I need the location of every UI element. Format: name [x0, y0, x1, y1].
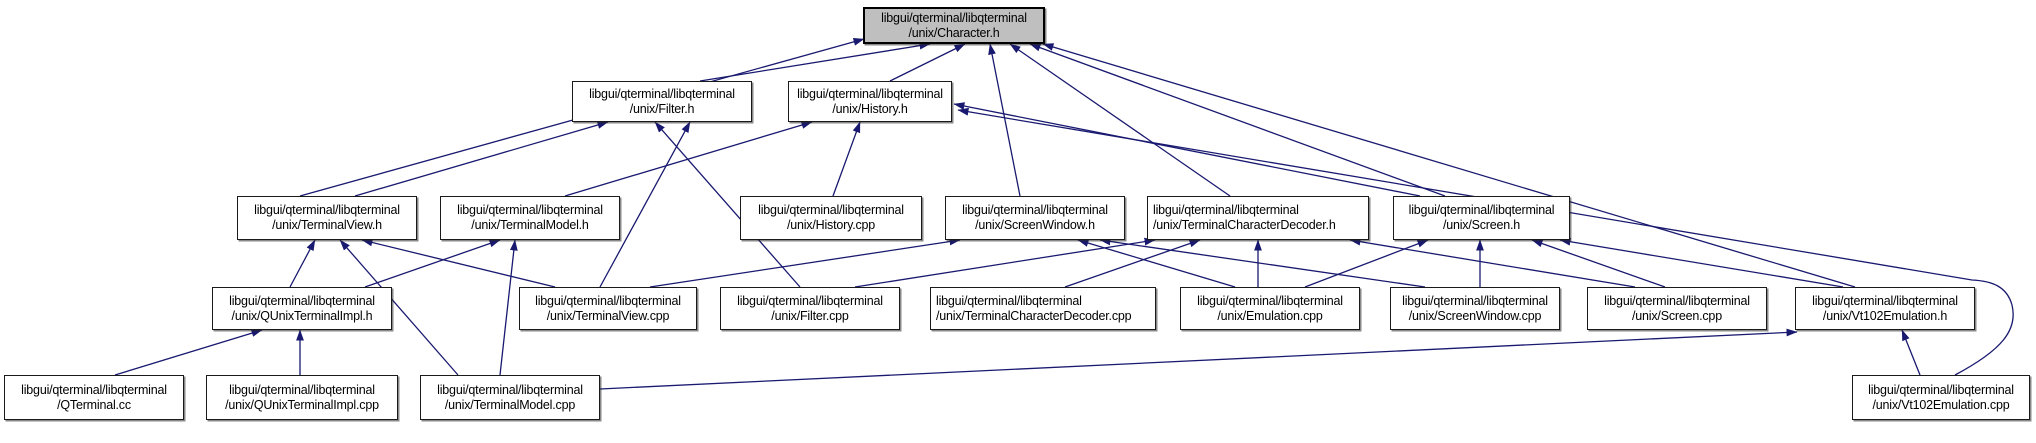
node-label-line2: /unix/Filter.cpp	[771, 308, 849, 323]
node-label-line1: libgui/qterminal/libqterminal	[936, 293, 1082, 308]
node-label-line1: libgui/qterminal/libqterminal	[962, 203, 1108, 217]
edge-history_cpp-to-history_h	[832, 121, 861, 197]
node-label-line1: libgui/qterminal/libqterminal	[589, 86, 735, 101]
edge-vt102emulation_cpp-to-vt102emulation_h	[1901, 329, 1921, 376]
edge-qterminal_cc-to-qunixterminalimpl_h	[114, 329, 263, 376]
graph-node-screenwindow_cpp[interactable]: libgui/qterminal/libqterminal/unix/Scree…	[1390, 287, 1560, 330]
edge-emulation_cpp-to-screen_h	[1304, 239, 1429, 288]
node-label-line1: libgui/qterminal/libqterminal	[881, 10, 1027, 25]
edge-screen_cpp-to-tcd_h	[1349, 237, 1636, 288]
node-label-line1: libgui/qterminal/libqterminal	[1868, 382, 2014, 397]
graph-node-filter_cpp[interactable]: libgui/qterminal/libqterminal/unix/Filte…	[720, 287, 900, 330]
node-label-line1: libgui/qterminal/libqterminal	[457, 203, 603, 217]
edge-screen_h-to-character_h	[1029, 43, 1446, 197]
edge-screenwindow_h-to-character_h	[988, 43, 1021, 197]
node-label-line1: libgui/qterminal/libqterminal	[758, 203, 904, 217]
edge-filter_h-to-character_h	[699, 41, 931, 82]
node-label-line2: /unix/Vt102Emulation.h	[1822, 308, 1948, 323]
edge-tcd_cpp-to-tcd_h	[1064, 239, 1201, 288]
graph-node-terminalview_cpp[interactable]: libgui/qterminal/libqterminal/unix/Termi…	[519, 287, 697, 330]
node-label-line2: /unix/Screen.h	[1442, 218, 1521, 232]
node-label-line1: libgui/qterminal/libqterminal	[1197, 293, 1343, 308]
graph-node-qterminal_cc[interactable]: libgui/qterminal/libqterminal/QTerminal.…	[4, 375, 184, 420]
edge-terminalview_cpp-to-screenwindow_h	[649, 237, 961, 288]
edge-vt102emulation_cpp-to-history_h	[957, 107, 2014, 376]
node-label-line1: libgui/qterminal/libqterminal	[1153, 203, 1299, 217]
edge-screen_cpp-to-screen_h	[1531, 239, 1666, 288]
graph-node-vt102emulation_cpp[interactable]: libgui/qterminal/libqterminal/unix/Vt102…	[1852, 375, 2030, 420]
graph-node-terminalmodel_cpp[interactable]: libgui/qterminal/libqterminal/unix/Termi…	[420, 375, 600, 420]
node-label-line1: libgui/qterminal/libqterminal	[1604, 293, 1750, 308]
graph-node-terminalview_h[interactable]: libgui/qterminal/libqterminal/unix/Termi…	[237, 196, 417, 240]
node-label-line2: /unix/Character.h	[908, 25, 1000, 40]
node-label-line2: /unix/TerminalModel.h	[471, 218, 589, 232]
node-label-line1: libgui/qterminal/libqterminal	[535, 293, 681, 308]
edge-qunixterminalimpl_h-to-terminalview_h	[289, 239, 316, 288]
node-label-line1: libgui/qterminal/libqterminal	[437, 382, 583, 397]
node-label-line1: libgui/qterminal/libqterminal	[229, 293, 375, 308]
edge-terminalmodel_cpp-to-terminalmodel_h	[499, 239, 518, 376]
edge-vt102emulation_h-to-character_h	[1042, 43, 1856, 288]
node-label-line2: /unix/History.h	[832, 101, 908, 116]
graph-node-screen_h[interactable]: libgui/qterminal/libqterminal/unix/Scree…	[1393, 196, 1570, 240]
node-label-line2: /unix/Filter.h	[629, 101, 695, 116]
graph-node-qunixterminalimpl_cpp[interactable]: libgui/qterminal/libqterminal/unix/QUnix…	[206, 375, 398, 420]
edge-filter_cpp-to-filter_h	[654, 121, 801, 288]
edge-terminalmodel_cpp-to-vt102emulation_h	[599, 328, 1798, 390]
node-label-line2: /unix/ScreenWindow.h	[975, 218, 1095, 232]
node-label-line2: /unix/QUnixTerminalImpl.h	[231, 308, 373, 323]
graph-node-history_cpp[interactable]: libgui/qterminal/libqterminal/unix/Histo…	[740, 196, 922, 240]
node-label-line1: libgui/qterminal/libqterminal	[1402, 293, 1548, 308]
graph-node-screen_cpp[interactable]: libgui/qterminal/libqterminal/unix/Scree…	[1587, 287, 1767, 330]
edge-history_h-to-character_h	[889, 43, 966, 82]
node-label-line1: libgui/qterminal/libqterminal	[797, 86, 943, 101]
edge-emulation_cpp-to-screenwindow_h	[1077, 239, 1236, 288]
graph-node-qunixterminalimpl_h[interactable]: libgui/qterminal/libqterminal/unix/QUnix…	[212, 287, 392, 330]
node-label-line1: libgui/qterminal/libqterminal	[254, 203, 400, 217]
node-label-line2: /unix/History.cpp	[786, 218, 876, 232]
node-label-line1: libgui/qterminal/libqterminal	[21, 382, 167, 397]
edge-terminalview_cpp-to-filter_h	[599, 121, 691, 288]
edge-terminalmodel_cpp-to-terminalview_h	[339, 239, 459, 376]
edge-vt102emulation_h-to-screen_h	[1559, 237, 1844, 288]
node-label-line2: /unix/TerminalCharacterDecoder.h	[1153, 218, 1336, 232]
graph-node-history_h[interactable]: libgui/qterminal/libqterminal/unix/Histo…	[788, 81, 952, 122]
edge-screen_h-to-history_h	[953, 102, 1421, 197]
edge-terminalview_cpp-to-terminalview_h	[361, 238, 556, 288]
graph-node-tcd_h[interactable]: libgui/qterminal/libqterminal/unix/Termi…	[1147, 196, 1369, 240]
node-label-line2: /unix/Emulation.cpp	[1217, 308, 1323, 323]
graph-node-vt102emulation_h[interactable]: libgui/qterminal/libqterminal/unix/Vt102…	[1795, 287, 1975, 330]
graph-node-emulation_cpp[interactable]: libgui/qterminal/libqterminal/unix/Emula…	[1180, 287, 1360, 330]
node-label-line2: /unix/TerminalModel.cpp	[444, 397, 576, 412]
edge-terminalview_h-to-filter_h	[354, 121, 609, 197]
node-label-line2: /unix/TerminalView.cpp	[546, 308, 670, 323]
edge-screenwindow_cpp-to-screenwindow_h	[1099, 237, 1426, 288]
node-label-line2: /QTerminal.cc	[57, 397, 131, 412]
graph-node-character_h: libgui/qterminal/libqterminal/unix/Chara…	[863, 7, 1045, 44]
graph-node-screenwindow_h[interactable]: libgui/qterminal/libqterminal/unix/Scree…	[945, 196, 1125, 240]
node-label-line1: libgui/qterminal/libqterminal	[229, 382, 375, 397]
edge-tcd_h-to-character_h	[1009, 43, 1231, 197]
edge-terminalmodel_h-to-history_h	[564, 121, 813, 197]
node-label-line1: libgui/qterminal/libqterminal	[737, 293, 883, 308]
node-label-line2: /unix/TerminalView.h	[272, 218, 382, 232]
edge-qunixterminalimpl_h-to-terminalmodel_h	[364, 239, 501, 288]
graph-node-tcd_cpp[interactable]: libgui/qterminal/libqterminal/unix/Termi…	[930, 287, 1156, 330]
node-label-line2: /unix/ScreenWindow.cpp	[1408, 308, 1542, 323]
graph-node-terminalmodel_h[interactable]: libgui/qterminal/libqterminal/unix/Termi…	[440, 196, 620, 240]
edge-filter_cpp-to-tcd_h	[854, 237, 1156, 288]
node-label-line2: /unix/Screen.cpp	[1632, 308, 1722, 323]
node-label-line2: /unix/QUnixTerminalImpl.cpp	[225, 397, 379, 412]
graph-node-filter_h[interactable]: libgui/qterminal/libqterminal/unix/Filte…	[572, 81, 752, 122]
node-label-line1: libgui/qterminal/libqterminal	[1408, 203, 1555, 217]
node-label-line2: /unix/Vt102Emulation.cpp	[1872, 397, 2010, 412]
node-label-line1: libgui/qterminal/libqterminal	[1812, 293, 1958, 308]
node-label-line2: /unix/TerminalCharacterDecoder.cpp	[936, 308, 1132, 323]
